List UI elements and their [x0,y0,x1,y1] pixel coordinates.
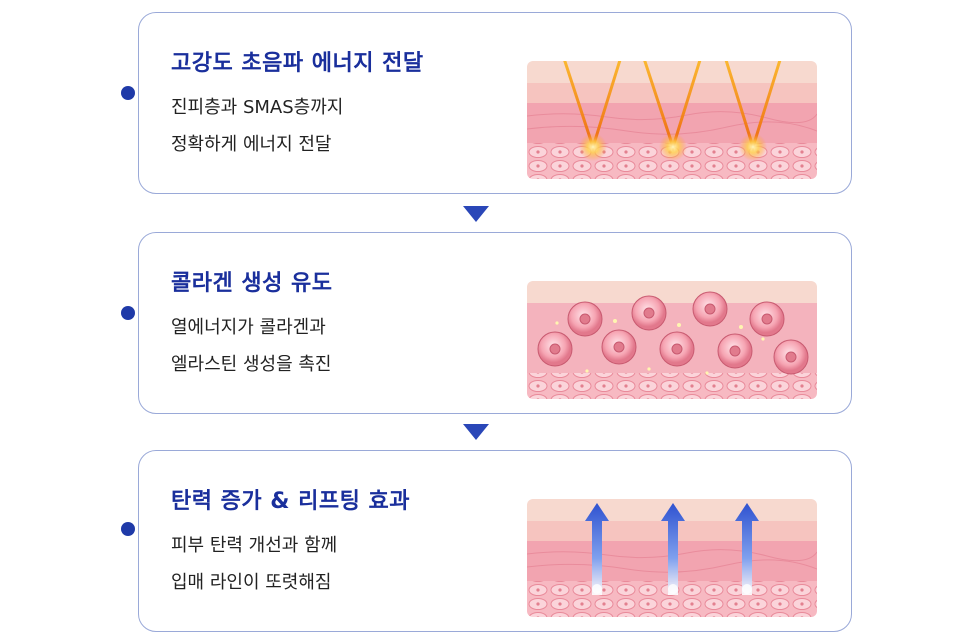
step-3-title: 탄력 증가 & 리프팅 효과 [171,489,410,514]
ultrasound-beam-illustration [527,61,817,179]
step-2-description-line-1: 열에너지가 콜라겐과 [171,317,326,338]
lifting-arrows-illustration [527,499,817,617]
step-card-1: 고강도 초음파 에너지 전달 진피층과 SMAS층까지 정확하게 에너지 전달 [138,12,852,194]
triangle-down-icon [463,424,489,440]
step-3-description-line-2: 입매 라인이 또렷해짐 [171,572,332,593]
step-2-description-line-2: 엘라스틴 생성을 촉진 [171,354,332,375]
step-1-description-line-2: 정확하게 에너지 전달 [171,134,332,155]
step-1-title: 고강도 초음파 에너지 전달 [171,51,424,76]
step-3-bullet-dot-icon [121,522,135,536]
step-3-description-line-1: 피부 탄력 개선과 함께 [171,535,338,556]
step-card-3: 탄력 증가 & 리프팅 효과 피부 탄력 개선과 함께 입매 라인이 또렷해짐 [138,450,852,632]
step-1-description-line-1: 진피층과 SMAS층까지 [171,97,344,118]
step-2-title: 콜라겐 생성 유도 [171,271,333,296]
step-1-bullet-dot-icon [121,86,135,100]
collagen-cells-illustration [527,281,817,399]
triangle-down-icon [463,206,489,222]
step-2-bullet-dot-icon [121,306,135,320]
step-card-2: 콜라겐 생성 유도 열에너지가 콜라겐과 엘라스틴 생성을 촉진 [138,232,852,414]
